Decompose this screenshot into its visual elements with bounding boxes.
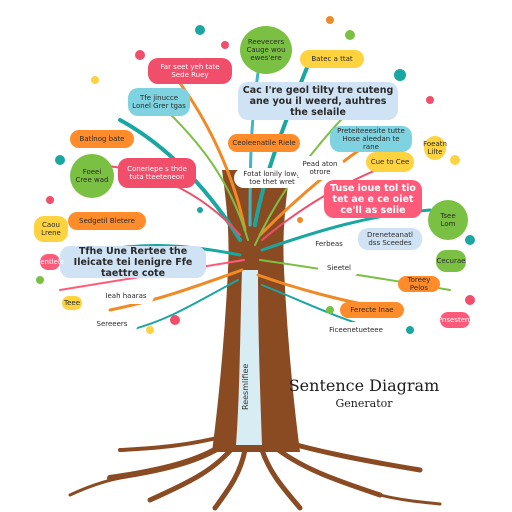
bubble-30: Sentlele — [36, 254, 64, 270]
page-subtitle: Generator — [335, 397, 393, 410]
bubble-4: Cac I're geol tilty tre cuteng ane you i… — [238, 82, 398, 120]
bubble-24: Toreey Pelos — [398, 276, 440, 292]
bubble-17: Caou Lrene — [34, 216, 68, 242]
title-block: Sentence Diagram Generator — [284, 376, 444, 410]
bubble-21: Tfhe Une Rertee the Ileicate tei Ienigre… — [60, 246, 206, 279]
bubble-12: Fotat lonily lowg toe thet wret — [234, 168, 310, 188]
bubble-1: Reevecers Cauge wou ewes'ere — [240, 26, 292, 74]
bubble-31: Pnsesterg — [438, 312, 472, 328]
bubble-8: Preteiteeesite tutte Hose aleedan te ran… — [330, 126, 412, 152]
bubble-3: Far seet yeh tate Sede Ruey — [148, 58, 232, 84]
bubble-29: Teee — [62, 296, 82, 310]
trunk-label: Reesmlifiee — [241, 364, 250, 410]
bubble-11: Coneriepe s thde tuta tteeteneon — [118, 158, 196, 188]
bubble-20: Dreneteanatl dss Sceedes — [358, 228, 422, 250]
bubble-18: Tuse ioue tol tio tet ae e ce oiet ce'll… — [324, 180, 422, 218]
bubble-14: Foeatn Lilte — [423, 136, 447, 160]
bubble-10: Foeei Cree wad — [70, 154, 114, 198]
bubble-9: Cue to Cee — [366, 152, 414, 172]
bubble-7: Ceoleenatile Riele — [228, 134, 300, 152]
decorative-dots — [36, 16, 475, 334]
bubble-6: Batlnog bate — [70, 130, 134, 148]
bubble-23: Sieetel — [318, 260, 360, 276]
trunk-highlight — [236, 270, 262, 445]
bubble-16: Sedgetil Bletere — [68, 212, 146, 230]
page-title: Sentence Diagram — [288, 376, 440, 395]
bubble-19: Cecurae — [436, 250, 466, 272]
bubble-2: Batec a ttat — [300, 50, 364, 68]
bubble-15: Tsee Lom — [428, 200, 468, 240]
bubble-28: Ficeenetueteee — [324, 322, 388, 338]
bubble-5: Tfe jinucce Lonel Grer tgas — [128, 88, 190, 116]
bubble-13: Pead aton otrore — [296, 156, 344, 180]
bubble-26: Sereeers — [86, 316, 138, 332]
bubble-22: Ferbeas — [308, 236, 350, 252]
bubble-25: Ieah haaras — [98, 288, 154, 304]
bubble-27: Ferecte Inae — [340, 302, 404, 318]
